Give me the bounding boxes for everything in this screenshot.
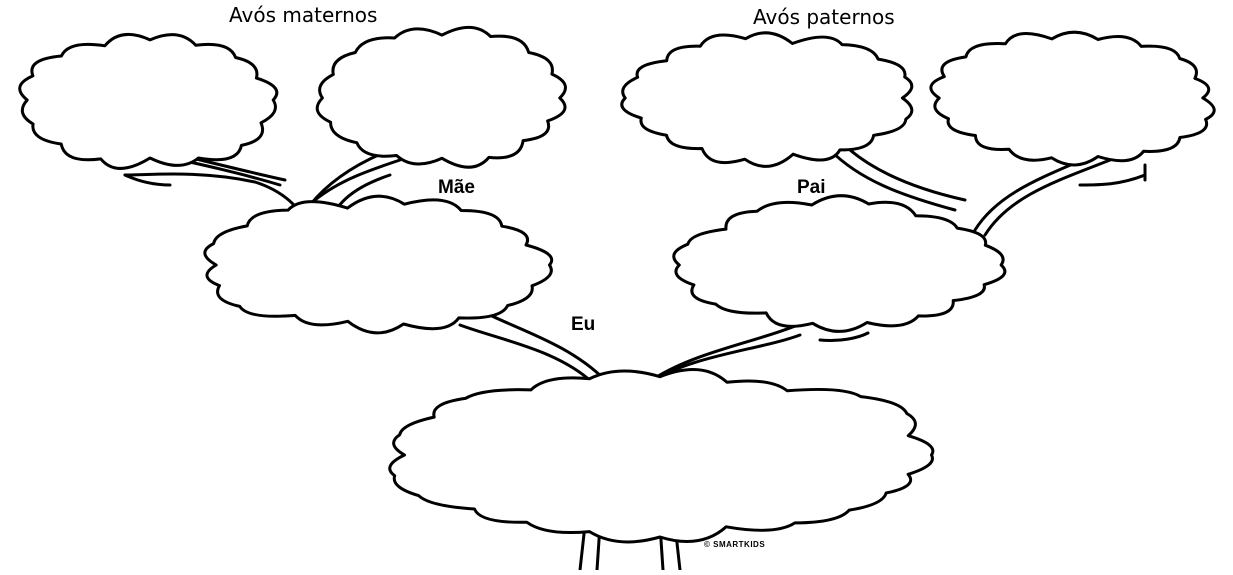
- maternal-grandparents-label: Avós maternos: [229, 3, 378, 27]
- credit-label: © SMARTKIDS: [704, 540, 766, 549]
- branch-pai-right-outer: [983, 158, 1112, 237]
- mother-label: Mãe: [438, 177, 475, 198]
- crown-me: [388, 368, 935, 544]
- branch-eu-left-outer: [458, 323, 597, 387]
- crown-mother: [203, 194, 554, 335]
- me-label: Eu: [571, 314, 596, 335]
- branch-mae-right-upper: [313, 158, 402, 202]
- crown-father: [672, 194, 1007, 333]
- tree-crowns: [18, 25, 1216, 544]
- branch-pai-right-twig: [1078, 173, 1147, 187]
- branch-eu-right-twig: [818, 331, 870, 342]
- crown-paternal-grandparent-1: [620, 31, 914, 168]
- crown-paternal-grandparent-2: [929, 30, 1216, 167]
- crown-maternal-grandparent-1: [18, 32, 279, 170]
- branch-eu-left-inner: [488, 313, 607, 382]
- father-label: Pai: [797, 177, 826, 198]
- branch-mae-left-twig: [123, 173, 172, 187]
- branch-pai-left-outer: [828, 148, 957, 212]
- crown-maternal-grandparent-2: [315, 25, 567, 169]
- paternal-grandparents-label: Avós paternos: [753, 5, 895, 29]
- branch-pai-left-inner: [848, 148, 967, 202]
